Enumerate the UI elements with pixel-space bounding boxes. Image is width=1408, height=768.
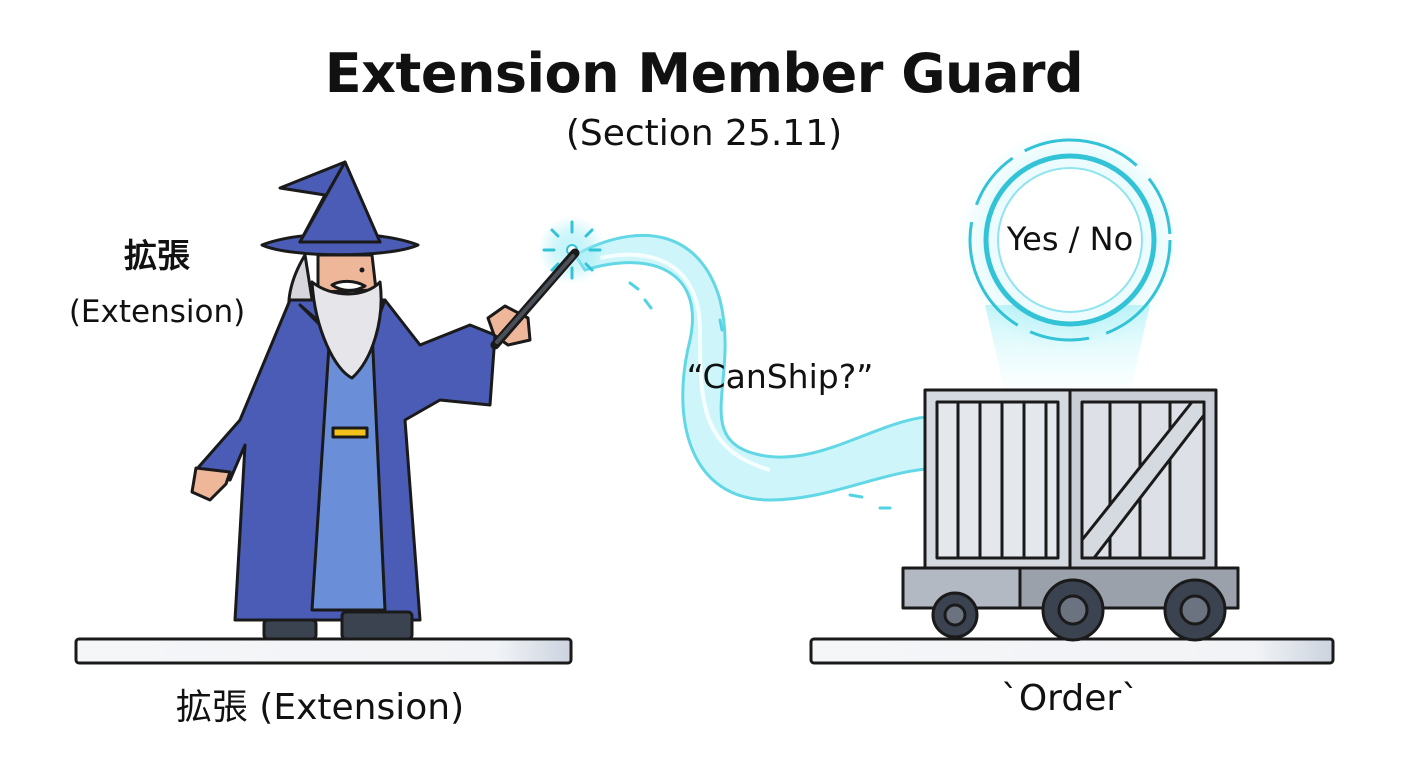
spell-query-label: “CanShip?”	[686, 357, 874, 396]
answer-bubble-text: Yes / No	[1006, 220, 1134, 258]
answer-bubble	[958, 128, 1182, 392]
wizard-label-en: (Extension)	[68, 294, 246, 330]
left-platform	[74, 637, 573, 665]
cart-caption: `Order`	[1000, 678, 1140, 719]
diagram-title: Extension Member Guard	[324, 42, 1084, 105]
wizard-side-label: 拡張 (Extension)	[52, 228, 262, 340]
wizard-label-cjk: 拡張	[124, 236, 190, 275]
right-platform	[809, 637, 1335, 665]
cargo-cart	[901, 388, 1240, 642]
wizard-figure	[190, 160, 532, 641]
diagram-subtitle: (Section 25.11)	[565, 113, 843, 154]
magic-wand	[490, 248, 580, 350]
wizard-caption: 拡張 (Extension)	[175, 687, 465, 728]
